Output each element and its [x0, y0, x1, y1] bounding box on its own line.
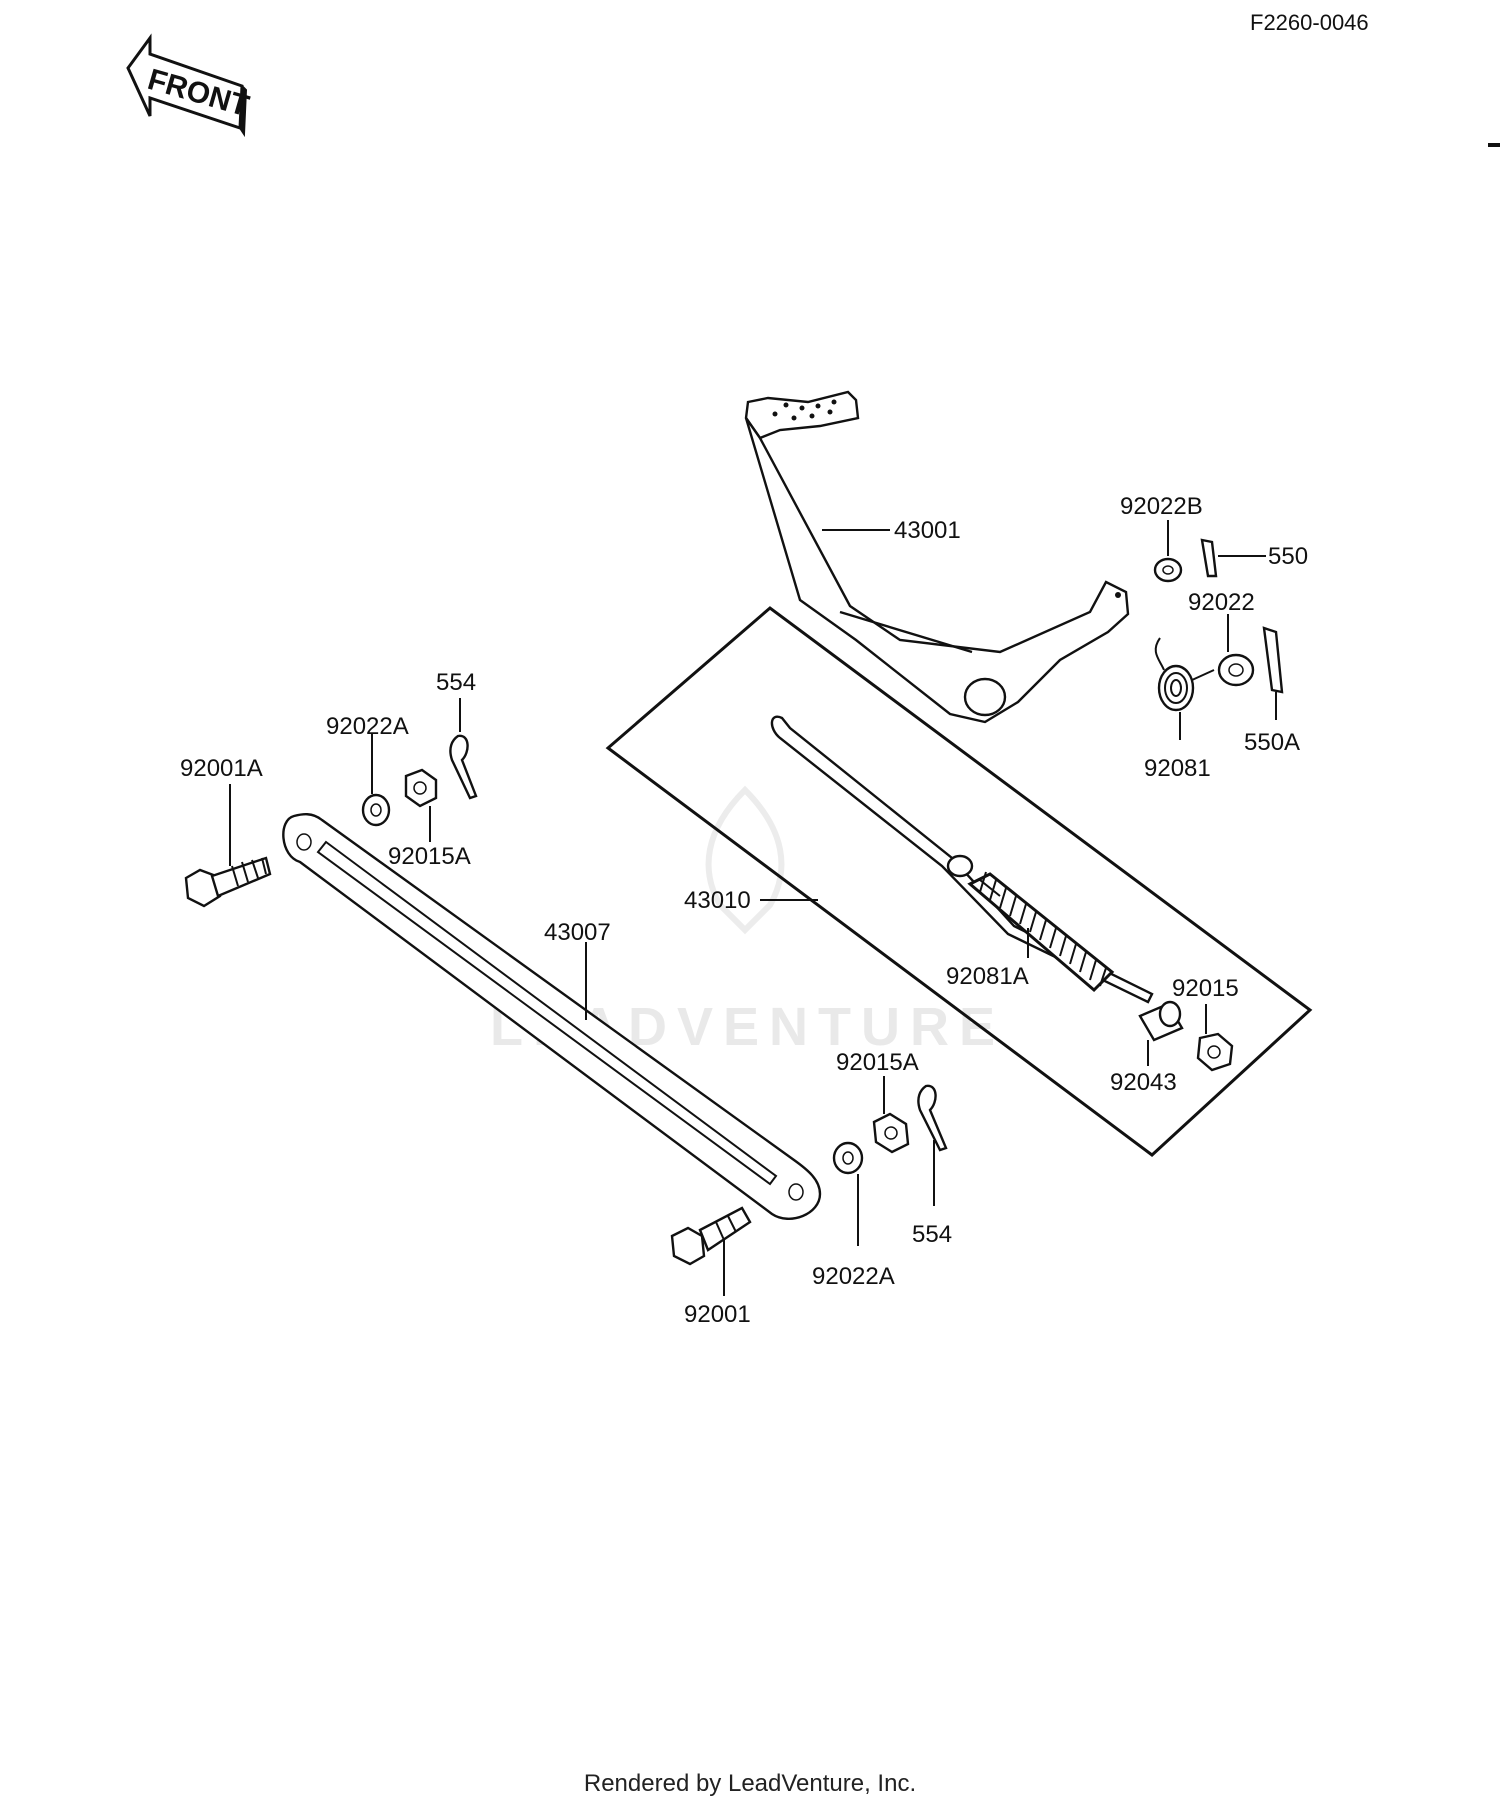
nut-92015A-top — [404, 768, 438, 808]
brake-rod-43010 — [770, 715, 1154, 1004]
nut-92015 — [1196, 1032, 1234, 1072]
label-92022: 92022 — [1188, 589, 1255, 616]
diagram-code: F2260-0046 — [1250, 10, 1369, 35]
clip-554-bottom — [917, 1084, 948, 1152]
cotter-pin-550 — [1200, 538, 1218, 578]
spring-92081A — [967, 871, 1115, 993]
label-92015: 92015 — [1172, 975, 1239, 1002]
label-92043: 92043 — [1110, 1069, 1177, 1096]
label-92022B: 92022B — [1120, 493, 1203, 520]
label-550: 550 — [1268, 543, 1308, 570]
front-arrow-icon: FRONT — [126, 33, 252, 138]
label-92001: 92001 — [684, 1301, 751, 1328]
label-92015A-bottom: 92015A — [836, 1049, 919, 1076]
joint-92043 — [1138, 1000, 1184, 1042]
label-43010: 43010 — [684, 887, 751, 914]
label-92081A: 92081A — [946, 963, 1029, 990]
brake-pedal-43001 — [744, 390, 1130, 724]
label-92022A-top: 92022A — [326, 713, 409, 740]
bolt-92001 — [670, 1206, 752, 1266]
cotter-pin-550A — [1262, 626, 1284, 694]
label-92081: 92081 — [1144, 755, 1211, 782]
label-43001: 43001 — [894, 517, 961, 544]
footer-credit: Rendered by LeadVenture, Inc. — [583, 1770, 917, 1797]
label-92022A-bottom: 92022A — [812, 1263, 895, 1290]
label-92001A: 92001A — [180, 755, 263, 782]
label-554-top: 554 — [436, 669, 476, 696]
nut-92015A-bottom — [872, 1112, 910, 1154]
bolt-92001A — [184, 856, 272, 908]
label-554-bottom: 554 — [912, 1221, 952, 1248]
label-92015A-top: 92015A — [388, 843, 471, 870]
label-43007: 43007 — [544, 919, 611, 946]
link-43007 — [282, 813, 822, 1220]
kit-43010-frame — [605, 606, 1313, 1157]
clip-554-top — [449, 734, 478, 800]
spring-92081 — [1154, 637, 1215, 712]
label-550A: 550A — [1244, 729, 1300, 756]
edge-mark — [1488, 143, 1500, 147]
